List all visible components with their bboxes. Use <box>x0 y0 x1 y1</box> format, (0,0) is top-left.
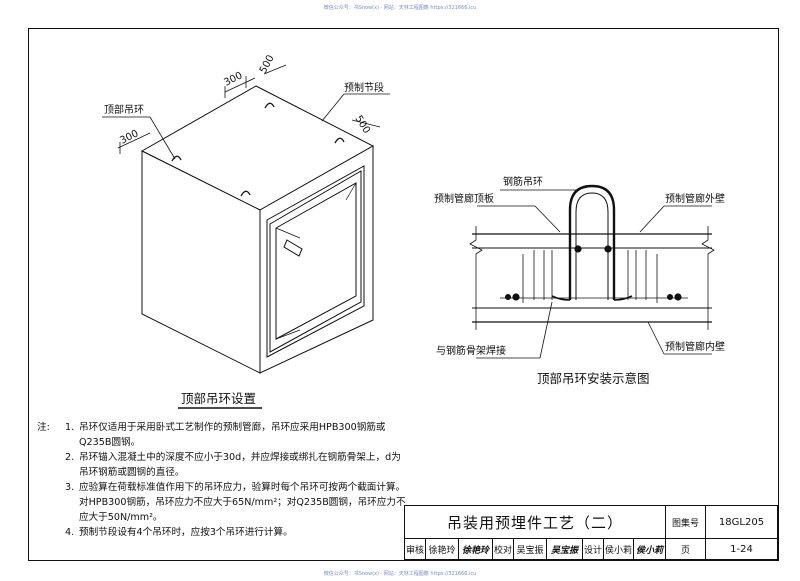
note-item: 1. 吊环仅适用于采用卧式工艺制作的预制管廊，吊环应采用HPB300钢筋或Q235… <box>65 420 409 450</box>
page-label: 页 <box>666 539 706 560</box>
designer-name: 侯小莉 <box>604 539 634 560</box>
dim-300-left: 300 <box>118 128 140 146</box>
notes-list: 1. 吊环仅适用于采用卧式工艺制作的预制管廊，吊环应采用HPB300钢筋或Q235… <box>37 420 409 540</box>
rebar-lifting-ring <box>568 184 616 300</box>
note-text: 预制节段设有4个吊环时，应按3个吊环进行计算。 <box>79 527 293 538</box>
label-inner-wall: 预制管廊内壁 <box>665 340 725 353</box>
review-label: 审核 <box>405 539 426 560</box>
note-text: 吊环仅适用于采用卧式工艺制作的预制管廊，吊环应采用HPB300钢筋或Q235B圆… <box>79 422 386 448</box>
label-rebar-ring: 钢筋吊环 <box>503 175 543 188</box>
label-lifting-ring: 顶部吊环 <box>104 103 144 116</box>
note-number: 2. <box>65 452 75 463</box>
opening-handle <box>283 239 303 257</box>
title-block: 吊装用预埋件工艺（二） 图集号 18GL205 审核 徐艳玲 徐艳玲 校对 吴宝… <box>404 505 779 561</box>
note-number: 1. <box>65 422 75 433</box>
checker-signature: 吴宝振 <box>547 539 583 560</box>
note-number: 4. <box>65 527 75 538</box>
drawing-title: 吊装用预埋件工艺（二） <box>405 506 666 539</box>
watermark-top: 微信公众号：书Snow(x) · 网站：天林工程图籍 https://32166… <box>323 5 477 11</box>
label-precast-segment: 预制节段 <box>344 81 384 94</box>
checker-name: 吴宝振 <box>514 539 547 560</box>
lifting-ring-icon <box>171 102 345 197</box>
label-top-plate: 预制管廊顶板 <box>434 192 494 205</box>
left-figure-caption: 顶部吊环设置 <box>181 391 256 406</box>
box-segment-drawing <box>102 64 390 374</box>
dim-500-right: 500 <box>352 114 371 136</box>
check-label: 校对 <box>493 539 514 560</box>
atlas-label: 图集号 <box>666 506 706 539</box>
notes-head: 注: <box>37 422 50 433</box>
reviewer-name: 徐艳玲 <box>426 539 459 560</box>
dim-300-top: 300 <box>222 70 244 88</box>
dim-500-top: 500 <box>258 53 277 75</box>
note-number: 3. <box>65 482 75 493</box>
label-outer-wall: 预制管廊外壁 <box>665 192 725 205</box>
box-opening-outer <box>266 165 365 358</box>
note-text: 吊环锚入混凝土中的深度不应小于30d，并应焊接或绑扎在钢筋骨架上，d为吊环钢筋或… <box>79 452 401 478</box>
reviewer-signature: 徐艳玲 <box>459 539 493 560</box>
note-item: 2. 吊环锚入混凝土中的深度不应小于30d，并应焊接或绑扎在钢筋骨架上，d为吊环钢… <box>65 450 409 480</box>
page-number: 1-24 <box>706 539 778 560</box>
label-weld: 与钢筋骨架焊接 <box>436 344 506 357</box>
note-item: 3. 应验算在荷载标准值作用下的吊环应力，验算时每个吊环可按两个截面计算。对HPB… <box>65 480 409 525</box>
design-label: 设计 <box>583 539 604 560</box>
notes-section: 注: 1. 吊环仅适用于采用卧式工艺制作的预制管廊，吊环应采用HPB300钢筋或Q… <box>37 420 409 540</box>
drawing-frame <box>28 28 779 561</box>
watermark-bottom: 微信公众号：书Snow(x) · 网站：天林工程图籍 https://32166… <box>323 571 477 577</box>
installation-section-drawing <box>469 184 715 359</box>
rebar-section-dots <box>505 245 682 301</box>
designer-signature: 侯小莉 <box>634 539 666 560</box>
box-opening-inner <box>275 182 357 340</box>
right-figure-caption: 顶部吊环安装示意图 <box>537 371 650 386</box>
note-text: 应验算在荷载标准值作用下的吊环应力，验算时每个吊环可按两个截面计算。对HPB30… <box>79 482 406 523</box>
atlas-number: 18GL205 <box>706 506 778 539</box>
note-item: 4. 预制节段设有4个吊环时，应按3个吊环进行计算。 <box>65 525 409 540</box>
